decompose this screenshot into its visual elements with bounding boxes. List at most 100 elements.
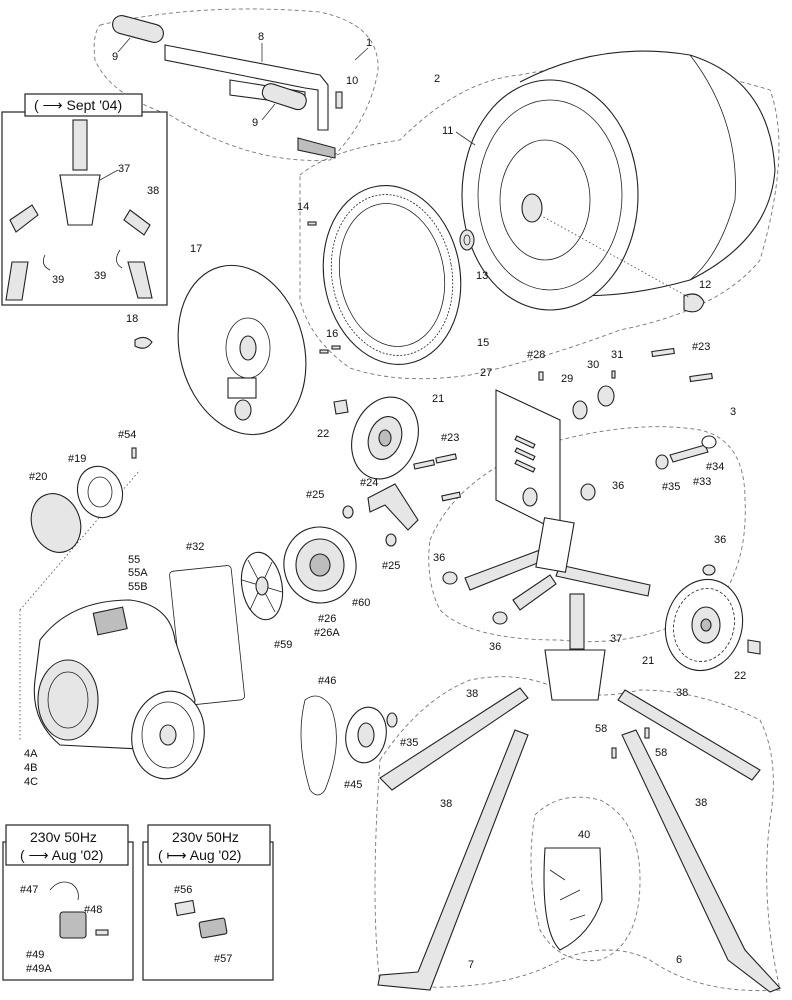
label-part-38-ll: 38 (440, 798, 452, 810)
label-part-55b: 55B (128, 581, 148, 593)
label-part-38-ul: 38 (466, 688, 478, 700)
label-part-38-lr: 38 (695, 797, 707, 809)
label-part-25-lower: #25 (382, 560, 400, 572)
label-part-58-b: 58 (655, 747, 667, 759)
drum-back-face (461, 79, 639, 311)
label-part-1: 1 (366, 37, 372, 49)
label-part-21-lower: 21 (642, 655, 654, 667)
label-part-4c: 4C (24, 776, 38, 788)
inset-switch-after: 230v 50Hz ( ⟼ Aug '02) (142, 824, 274, 981)
label-part-39-inset-b: 39 (94, 270, 106, 282)
label-part-58-a: 58 (595, 723, 607, 735)
bearing-13 (459, 229, 475, 251)
stand-column (544, 593, 606, 701)
drum-cover-plate (177, 264, 307, 436)
label-part-9-lower: 9 (252, 117, 258, 129)
label-part-39-inset-a: 39 (52, 274, 64, 286)
label-part-55: 55 (128, 554, 140, 566)
label-part-37-inset: 37 (118, 163, 130, 175)
drum-hub (521, 193, 543, 223)
label-part-23-upper: #23 (692, 341, 710, 353)
label-part-38-ur: 38 (676, 687, 688, 699)
label-part-7: 7 (468, 959, 474, 971)
inset-leg-right (123, 209, 151, 236)
label-part-46: #46 (318, 675, 336, 687)
label-part-36-d: 36 (489, 641, 501, 653)
label-part-32: #32 (186, 541, 204, 553)
label-part-16: 16 (326, 328, 338, 340)
label-part-35-upper: #35 (662, 481, 680, 493)
washer-29 (572, 400, 588, 420)
label-part-9-upper: 9 (112, 51, 118, 63)
label-part-29: 29 (561, 373, 573, 385)
label-part-18: 18 (126, 313, 138, 325)
label-part-48: #48 (84, 904, 102, 916)
label-part-6: 6 (676, 954, 682, 966)
transport-wheel (664, 578, 744, 672)
frame-plate (495, 389, 561, 533)
motor-housing (33, 599, 205, 780)
label-part-20: #20 (29, 471, 47, 483)
label-part-12: 12 (699, 279, 711, 291)
label-part-26a: #26A (314, 627, 340, 639)
bearing-30 (597, 385, 615, 407)
drive-belt-46 (300, 695, 337, 796)
clip-18 (134, 336, 153, 349)
leg-upper-left (379, 687, 529, 791)
label-part-21-upper: 21 (432, 393, 444, 405)
inset-switch-after-title: 230v 50Hz (172, 829, 239, 845)
inset-leg-down-right (127, 261, 153, 299)
inset-leg-left (9, 204, 39, 233)
leg-lower-left (377, 729, 529, 991)
cap-20 (30, 493, 82, 553)
group-outline-legs (374, 676, 781, 992)
label-part-47: #47 (20, 884, 38, 896)
ring-gear (322, 185, 462, 365)
inset-switch-before: 230v 50Hz ( ⟶ Aug '02) (2, 824, 134, 981)
handle-grip-lower (261, 83, 307, 111)
label-part-38-inset: 38 (147, 185, 159, 197)
inset-stand-revision: ( ⟶ Sept '04) (1, 93, 168, 306)
label-part-15: 15 (477, 337, 489, 349)
label-part-35-lower: #35 (400, 737, 418, 749)
mixing-drum (461, 50, 776, 311)
label-part-57: #57 (214, 953, 232, 965)
label-part-36-c: 36 (714, 534, 726, 546)
label-part-19: #19 (68, 453, 86, 465)
label-part-37-main: 37 (610, 633, 622, 645)
handle-assembly (112, 15, 343, 159)
label-part-25-upper: #25 (306, 489, 324, 501)
group-outline-drum (299, 64, 780, 380)
label-part-13: 13 (476, 270, 488, 282)
group-outline-motor (19, 469, 141, 740)
clip-12 (683, 293, 705, 313)
handle-bar (164, 44, 329, 131)
inset-switch-after-sub: ( ⟼ Aug '02) (158, 847, 241, 863)
bushing-22-lower (747, 639, 761, 655)
inset-column (72, 119, 88, 171)
ring-19 (76, 465, 124, 519)
label-part-30: 30 (587, 359, 599, 371)
label-part-54: #54 (118, 429, 136, 441)
label-part-17: 17 (190, 243, 202, 255)
inset-switch-before-title: 230v 50Hz (30, 829, 97, 845)
label-part-49a: #49A (26, 963, 52, 975)
leg-lower-right (621, 729, 781, 993)
inset-leg-down-left (5, 261, 29, 301)
group-outline-handle (93, 8, 379, 161)
shaft-34 (669, 444, 709, 463)
handle-bolt (335, 91, 343, 109)
label-part-55a: 55A (128, 567, 148, 579)
label-part-28: #28 (527, 349, 545, 361)
motor-assembly (240, 526, 357, 621)
label-part-31: 31 (611, 349, 623, 361)
bushing-22-upper (333, 399, 349, 415)
label-part-10: 10 (346, 75, 358, 87)
label-part-11: 11 (442, 125, 453, 137)
label-part-36-b: 36 (433, 552, 445, 564)
gasket-32 (169, 565, 245, 706)
label-part-56: #56 (174, 884, 192, 896)
bracket-24 (367, 483, 419, 531)
handle-mount-bracket (297, 137, 336, 159)
